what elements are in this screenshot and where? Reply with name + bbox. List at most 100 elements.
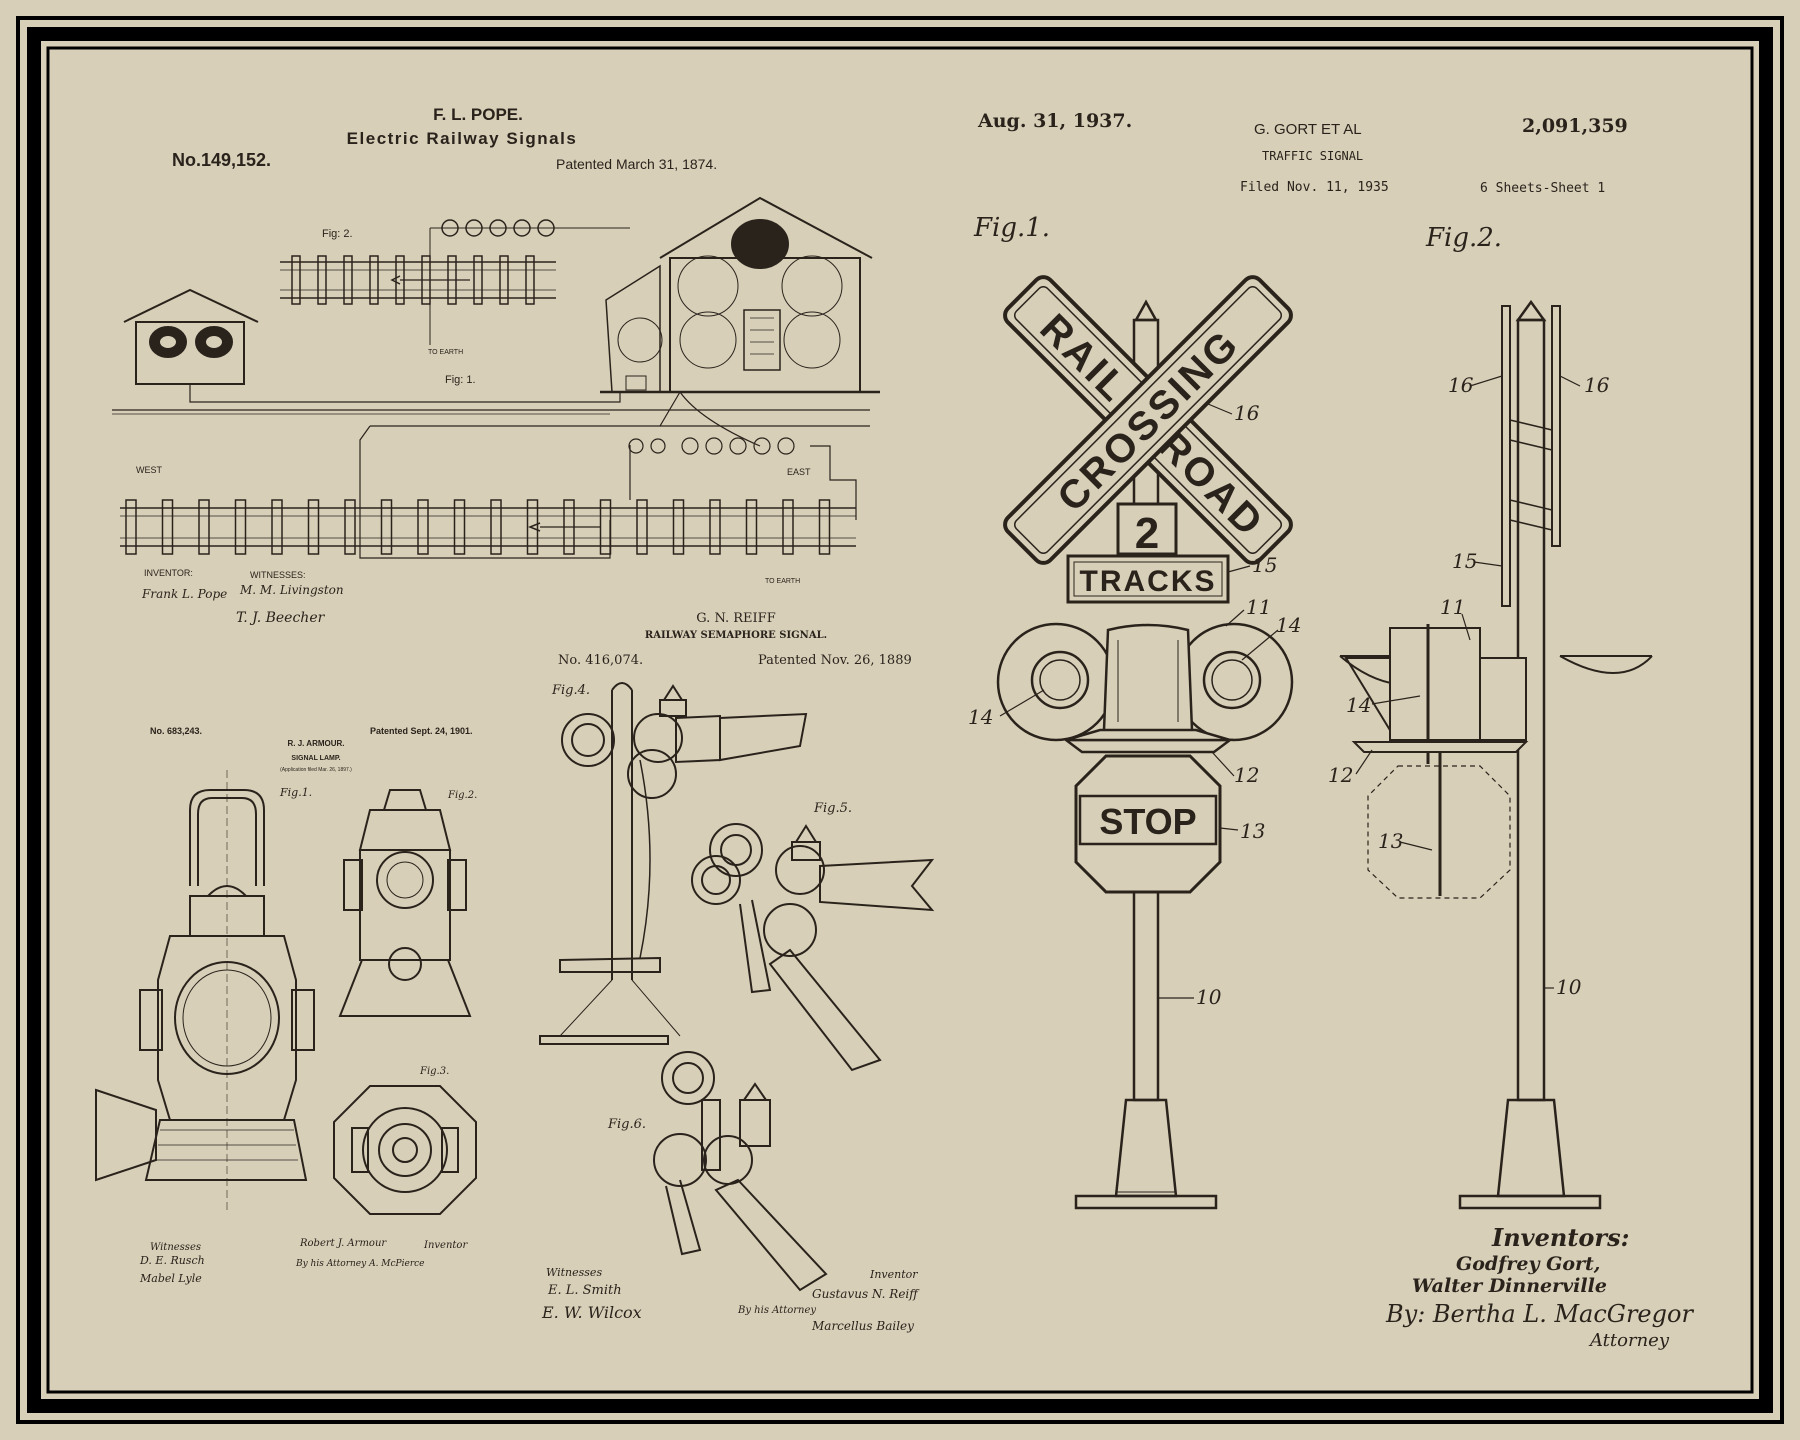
svg-text:14: 14 — [968, 705, 993, 729]
svg-text:16: 16 — [1234, 401, 1260, 425]
svg-text:15: 15 — [1252, 553, 1277, 577]
reiff-fig4-label: Fig.4. — [551, 683, 590, 698]
svg-text:14: 14 — [1346, 693, 1371, 717]
gort-name: G. GORT ET AL — [1254, 121, 1362, 138]
armour-application: (Application filed Mar. 26, 1897.) — [280, 767, 352, 773]
track-sleeper — [709, 499, 721, 555]
reiff-fig5-label: Fig.5. — [813, 801, 852, 816]
pope-west-label: WEST — [136, 465, 163, 475]
track-sleeper — [161, 499, 174, 555]
pope-number: No.149,152. — [172, 150, 271, 170]
track-sleeper — [490, 499, 502, 555]
gort-inventor-1: Godfrey Gort, — [1456, 1253, 1600, 1275]
reiff-witness-signature-2: E. W. Wilcox — [541, 1303, 642, 1322]
svg-text:13: 13 — [1378, 829, 1403, 853]
armour-fig2-lantern — [338, 789, 472, 1017]
pope-main-track — [120, 499, 856, 555]
gort-inventors-label: Inventors: — [1491, 1223, 1629, 1252]
armour-witness-signature-1: D. E. Rusch — [139, 1254, 205, 1267]
pope-fig1-label: Fig: 1. — [445, 374, 476, 386]
track-sleeper — [636, 499, 648, 555]
svg-text:12: 12 — [1234, 763, 1259, 787]
reiff-patent: G. N. REIFF RAILWAY SEMAPHORE SIGNAL. No… — [539, 611, 935, 1333]
gort-fig2-label: Fig.2. — [1425, 223, 1502, 253]
track-sleeper — [234, 499, 247, 555]
pope-inventor-signature: Frank L. Pope — [141, 587, 227, 601]
armour-fig3-lantern-top — [333, 1085, 477, 1215]
armour-name: R. J. ARMOUR. — [287, 739, 344, 748]
reiff-fig6-label: Fig.6. — [607, 1117, 646, 1132]
sign-stop-text: STOP — [1099, 801, 1196, 842]
gort-attorney-signature: By: Bertha L. MacGregor — [1385, 1300, 1694, 1328]
svg-text:10: 10 — [1556, 975, 1582, 999]
armour-patent: No. 683,243. Patented Sept. 24, 1901. R.… — [95, 726, 477, 1285]
pope-signal-house — [600, 196, 880, 394]
svg-text:14: 14 — [1276, 613, 1301, 637]
reiff-witnesses-label: Witnesses — [546, 1266, 602, 1279]
pope-patent: F. L. POPE. Electric Railway Signals No.… — [112, 105, 880, 626]
track-sleeper — [307, 499, 320, 555]
sign-stop-octagon — [1074, 754, 1222, 894]
track-sleeper — [125, 499, 137, 555]
sign-count-plate — [1116, 502, 1178, 556]
track-sleeper — [198, 499, 210, 555]
pope-signal-house-small — [123, 288, 259, 385]
reiff-patented: Patented Nov. 26, 1889 — [758, 653, 912, 668]
svg-text:10: 10 — [1196, 985, 1222, 1009]
sign-tracks-text: TRACKS — [1080, 565, 1217, 598]
track-sleeper — [526, 499, 539, 555]
pope-to-earth-2: TO EARTH — [765, 578, 800, 585]
reiff-fig5-drawing — [691, 823, 935, 1072]
svg-text:16: 16 — [1584, 373, 1610, 397]
svg-text:11: 11 — [1246, 595, 1271, 619]
track-sleeper — [782, 499, 794, 555]
reiff-fig6-drawing — [653, 1051, 828, 1292]
gort-attorney-label: Attorney — [1588, 1330, 1670, 1351]
inner-rule — [46, 46, 1754, 1394]
armour-number: No. 683,243. — [150, 726, 202, 736]
track-sleeper — [271, 499, 283, 555]
armour-witnesses-label: Witnesses — [150, 1242, 201, 1253]
armour-fig1-lantern — [95, 770, 315, 1210]
armour-fig2-label: Fig.2. — [447, 790, 477, 801]
armour-patented: Patented Sept. 24, 1901. — [370, 726, 473, 736]
track-sleeper — [344, 499, 356, 555]
armour-title: SIGNAL LAMP. — [291, 755, 340, 762]
armour-inventor-label: Inventor — [423, 1240, 468, 1251]
pope-inventor-label: INVENTOR: — [144, 568, 193, 578]
reiff-title: RAILWAY SEMAPHORE SIGNAL. — [645, 630, 827, 641]
inner-frame — [27, 27, 1773, 1413]
armour-inventor-signature: Robert J. Armour — [299, 1238, 387, 1249]
track-sleeper — [380, 499, 393, 555]
gort-inventor-2: Walter Dinnerville — [1412, 1275, 1607, 1297]
gort-fig2-signal — [1339, 299, 1653, 1210]
gort-title: TRAFFIC SIGNAL — [1262, 149, 1363, 163]
gort-fig1-label: Fig.1. — [973, 213, 1050, 243]
svg-text:13: 13 — [1240, 819, 1265, 843]
reiff-fig4-drawing — [539, 682, 808, 1045]
track-sleeper — [745, 499, 758, 555]
armour-fig1-label: Fig.1. — [279, 786, 312, 799]
reiff-name: G. N. REIFF — [696, 611, 775, 626]
svg-text:11: 11 — [1440, 595, 1465, 619]
svg-text:16: 16 — [1448, 373, 1474, 397]
pope-fig2-label: Fig: 2. — [322, 228, 353, 240]
pope-name: F. L. POPE. — [433, 105, 523, 124]
reiff-number: No. 416,074. — [558, 653, 643, 668]
track-sleeper — [672, 499, 685, 555]
gort-sheets: 6 Sheets-Sheet 1 — [1480, 181, 1605, 196]
pope-witnesses-label: WITNESSES: — [250, 570, 306, 580]
track-sleeper — [818, 499, 831, 555]
pope-to-earth-1: TO EARTH — [428, 349, 463, 356]
reiff-witness-signature-1: E. L. Smith — [547, 1283, 622, 1298]
armour-witness-signature-2: Mabel Lyle — [139, 1272, 202, 1285]
gort-patent: Aug. 31, 1937. G. GORT ET AL 2,091,359 T… — [968, 110, 1694, 1351]
reiff-inventor-signature: Gustavus N. Reiff — [812, 1287, 920, 1301]
pope-east-label: EAST — [787, 467, 811, 477]
reiff-attorney-signature: Marcellus Bailey — [811, 1319, 914, 1333]
sign-tracks-plate — [1066, 554, 1230, 604]
track-sleeper — [599, 499, 612, 555]
reiff-inventor-label: Inventor — [869, 1268, 918, 1281]
